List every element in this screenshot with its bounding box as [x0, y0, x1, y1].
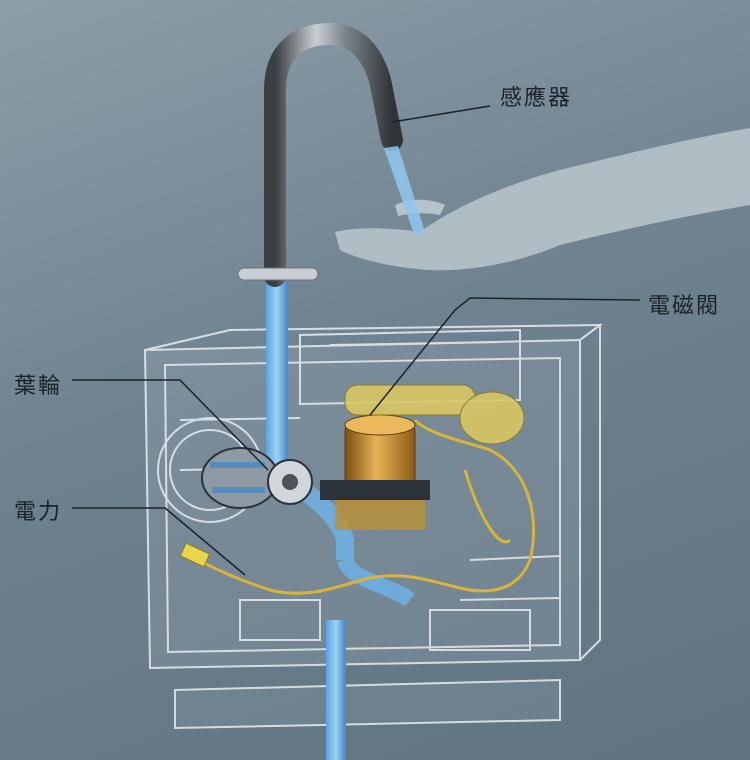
impeller-unit — [201, 447, 313, 509]
leader-line-impeller — [72, 379, 269, 471]
label-solenoid-valve: 電磁閥 — [648, 294, 721, 319]
leader-lines — [72, 105, 641, 576]
power-connector — [179, 542, 211, 568]
power-wire — [189, 418, 536, 595]
label-impeller: 葉輪 — [14, 374, 63, 399]
label-power: 電力 — [14, 500, 63, 525]
faucet-icon — [237, 22, 403, 287]
leader-line-power — [72, 507, 246, 576]
solenoid-valve — [320, 414, 430, 530]
yellow-valve-parts — [344, 384, 525, 445]
leader-line-valve — [369, 297, 641, 416]
label-sensor: 感應器 — [500, 86, 573, 111]
water-stream — [384, 146, 425, 234]
leader-line-sensor — [391, 105, 491, 123]
